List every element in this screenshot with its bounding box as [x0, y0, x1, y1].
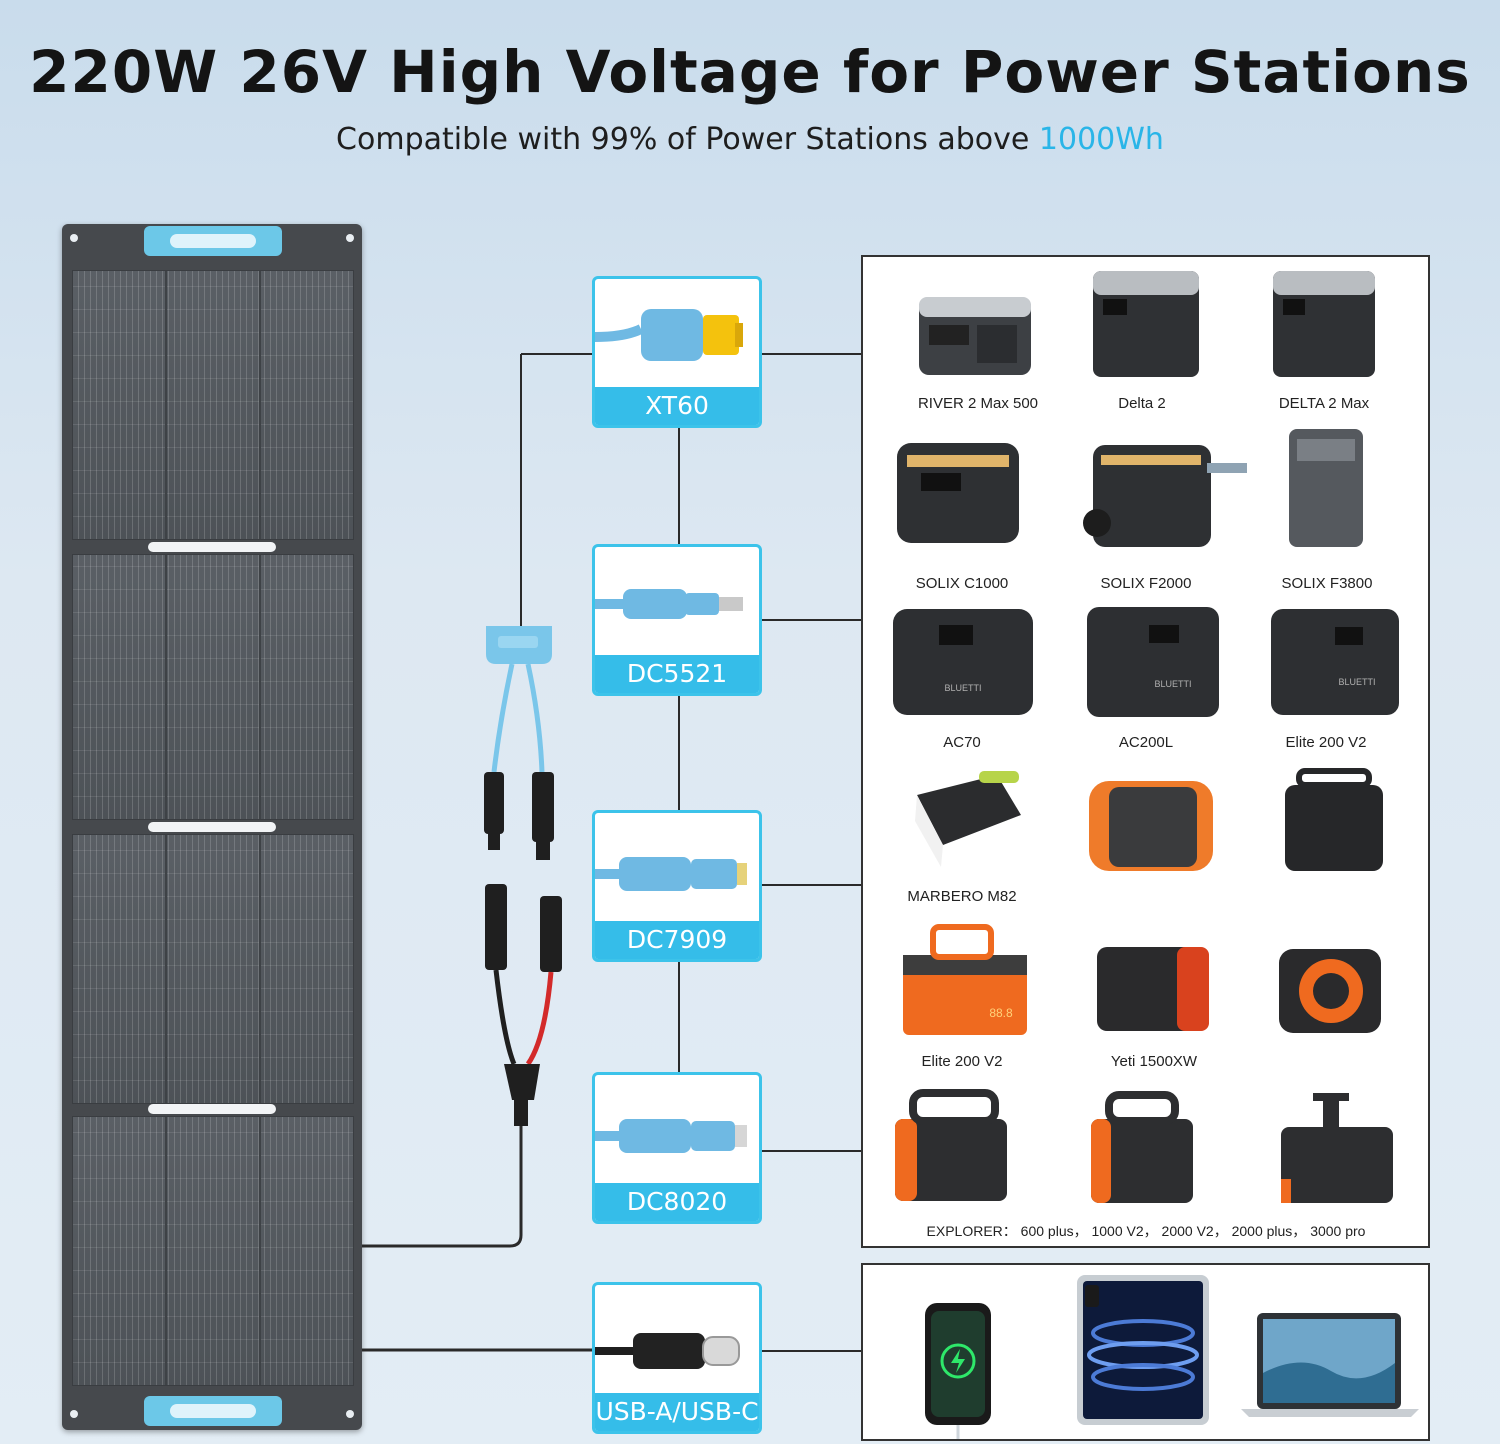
display-readout: 88.8: [989, 1006, 1013, 1020]
solix-f3800-icon: [1289, 429, 1363, 547]
connector-label: DC7909: [595, 921, 759, 959]
connector-card-dc7909: DC7909: [592, 810, 762, 962]
connector-card-dc5521: DC5521: [592, 544, 762, 696]
page-title: 220W 26V High Voltage for Power Stations: [29, 38, 1471, 106]
usb-device-images: [925, 1275, 1419, 1439]
device-label: SOLIX F2000: [1100, 575, 1192, 592]
explorer-3000-pro-icon: [1281, 1093, 1393, 1203]
solix-c1000-icon: [897, 443, 1019, 543]
bluetti-elite-200-v2-icon: BLUETTI: [1271, 609, 1399, 715]
yeti-1500xw-icon: [1097, 947, 1209, 1031]
device-label: AC70: [943, 734, 981, 751]
connector-label: DC8020: [595, 1183, 759, 1221]
bluetti-logo: BLUETTI: [1154, 679, 1191, 689]
rivet-icon: [346, 234, 354, 242]
river-2-max-icon: [919, 297, 1031, 375]
xt60-connector-icon: [595, 309, 743, 361]
marbero-m82-icon: [915, 771, 1021, 867]
device-label: Elite 200 V2: [921, 1053, 1003, 1070]
delta-2-icon: [1093, 271, 1199, 377]
y-splitter-icon: [486, 626, 552, 773]
dc5521-connector-icon: [595, 589, 743, 619]
black-power-station-icon: [1285, 768, 1383, 871]
device-label: SOLIX C1000: [915, 575, 1009, 592]
panel-cells-4: [72, 1116, 354, 1386]
connector-label: USB-A/USB-C: [595, 1393, 759, 1431]
bottom-handle-icon: [144, 1396, 282, 1426]
usb-c-connector-icon: [595, 1333, 740, 1369]
explorer-600-plus-icon: [895, 1089, 1007, 1201]
explorer-caption: EXPLORER： 600 plus， 1000 V2， 2000 V2， 20…: [926, 1223, 1366, 1239]
dc8020-connector-icon: [595, 1119, 747, 1153]
top-handle-icon: [144, 226, 282, 256]
device-label: AC200L: [1118, 734, 1174, 751]
connector-card-usb: USB-A/USB-C: [592, 1282, 762, 1434]
subtitle-highlight: 1000Wh: [1038, 122, 1164, 157]
power-station-images: BLUETTI BLUETTI BLUETTI 88.8: [893, 271, 1399, 1203]
solar-panel: [62, 224, 362, 1430]
connector-label: XT60: [595, 387, 759, 425]
page-subtitle: Compatible with 99% of Power Stations ab…: [0, 122, 1500, 157]
device-label: Yeti 1500XW: [1110, 1053, 1198, 1070]
rivet-icon: [346, 1410, 354, 1418]
smartphone-icon: [925, 1303, 991, 1439]
hinge-3: [148, 1104, 276, 1114]
solix-f2000-icon: [1083, 445, 1247, 547]
panel-cells-1: [72, 270, 354, 540]
connector-card-dc8020: DC8020: [592, 1072, 762, 1224]
dc7909-connector-icon: [595, 857, 747, 891]
rivet-icon: [70, 1410, 78, 1418]
orange-round-power-station-icon: [1279, 949, 1381, 1033]
panel-cells-2: [72, 554, 354, 820]
hinge-1: [148, 542, 276, 552]
power-stations-box: [861, 255, 1430, 1248]
orange-power-station-icon: [1089, 781, 1213, 871]
device-label: RIVER 2 Max 500: [917, 395, 1039, 412]
bluetti-ac70-icon: BLUETTI: [893, 609, 1033, 715]
mc4-connector-icon: [484, 772, 554, 860]
delta-2-max-icon: [1273, 271, 1375, 377]
mc4-connector-icon: [485, 884, 562, 1126]
bluetti-logo: BLUETTI: [1338, 677, 1375, 687]
bluetti-logo: BLUETTI: [944, 683, 981, 693]
rivet-icon: [70, 234, 78, 242]
device-label: DELTA 2 Max: [1278, 395, 1370, 412]
connector-label: DC5521: [595, 655, 759, 693]
device-label: SOLIX F3800: [1281, 575, 1373, 592]
subtitle-text: Compatible with 99% of Power Stations ab…: [336, 122, 1039, 157]
elite-200-v2-orange-icon: 88.8: [903, 924, 1027, 1035]
bluetti-ac200l-icon: BLUETTI: [1087, 607, 1219, 717]
laptop-icon: [1241, 1313, 1419, 1417]
device-label: MARBERO M82: [907, 888, 1017, 905]
device-label: Delta 2: [1118, 395, 1166, 412]
hinge-2: [148, 822, 276, 832]
explorer-1000-v2-icon: [1091, 1091, 1193, 1203]
panel-cells-3: [72, 834, 354, 1104]
connector-card-xt60: XT60: [592, 276, 762, 428]
device-label: Elite 200 V2: [1285, 734, 1367, 751]
tablet-icon: [1077, 1275, 1209, 1425]
